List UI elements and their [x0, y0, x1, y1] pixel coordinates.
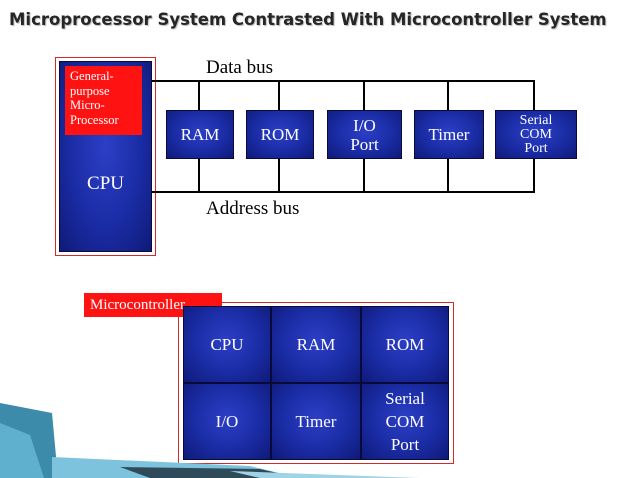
data-bus-connector: [363, 80, 365, 111]
timer-label: Timer: [428, 125, 470, 144]
serial-com-port-label-line: Port: [524, 140, 548, 156]
data-bus-connector: [278, 80, 280, 111]
cell-label: I/O: [215, 412, 239, 431]
data-bus-line: [152, 80, 535, 82]
data-bus-connector: [447, 80, 449, 111]
io-port-label-line: I/O: [353, 115, 376, 135]
address-bus-label: Address bus: [206, 198, 300, 219]
address-bus-connector: [198, 158, 200, 193]
data-bus-connector: [198, 80, 200, 111]
general-purpose-microprocessor-label: General- purpose Micro- Processor: [65, 66, 142, 135]
cell-label: RAM: [296, 335, 336, 354]
mc-io-cell: I/O: [183, 383, 271, 460]
address-bus-line: [152, 191, 535, 193]
label-line: General-: [70, 69, 114, 83]
rom-label: ROM: [260, 125, 300, 144]
mc-serial-com-port-cell: Serial COM Port: [361, 383, 449, 460]
label-line: Micro-: [70, 98, 105, 112]
page-title: Microprocessor System Contrasted With Mi…: [9, 10, 607, 29]
io-port-label-line: Port: [350, 134, 379, 154]
timer-block: Timer: [414, 110, 484, 159]
address-bus-connector: [363, 158, 365, 193]
cell-label-line: Port: [390, 435, 420, 454]
cpu-frame: [55, 57, 156, 256]
ram-block: RAM: [166, 110, 234, 159]
cpu-label: CPU: [87, 173, 124, 194]
ram-label: RAM: [180, 125, 220, 144]
rom-block: ROM: [246, 110, 314, 159]
serial-com-port-label-line: Serial: [519, 112, 553, 128]
serial-com-port-label-line: COM: [520, 126, 552, 142]
io-port-block: I/O Port: [327, 110, 402, 159]
cell-label-line: COM: [385, 412, 425, 431]
cell-label: Timer: [295, 412, 337, 431]
mc-ram-cell: RAM: [271, 306, 361, 383]
serial-com-port-block: Serial COM Port: [495, 110, 577, 159]
cell-label: CPU: [210, 335, 244, 354]
microcontroller-frame: [178, 302, 454, 464]
mc-cpu-cell: CPU: [183, 306, 271, 383]
label-line: Processor: [70, 112, 119, 127]
mc-rom-cell: ROM: [361, 306, 449, 383]
decorative-swoosh: [0, 403, 420, 478]
cell-label-line: Serial: [385, 389, 425, 408]
address-bus-connector: [447, 158, 449, 193]
mc-timer-cell: Timer: [271, 383, 361, 460]
cell-label: ROM: [385, 335, 425, 354]
data-bus-label: Data bus: [206, 57, 274, 78]
address-bus-connector: [278, 158, 280, 193]
label-line: purpose: [70, 83, 110, 98]
